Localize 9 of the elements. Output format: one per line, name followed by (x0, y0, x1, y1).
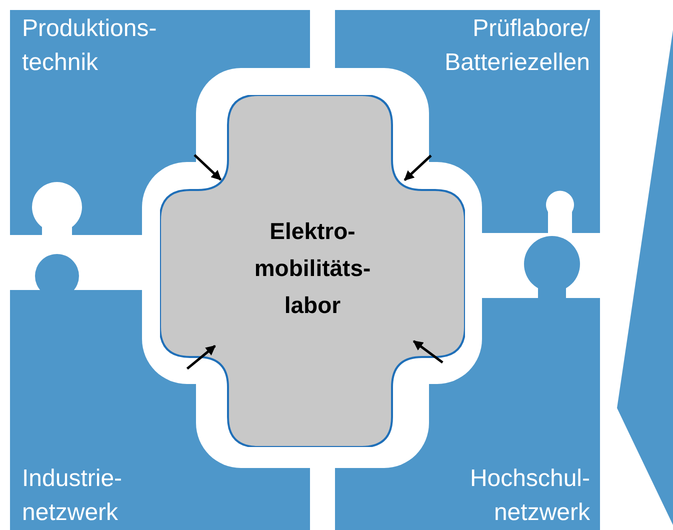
piece-label: Hochschul- netzwerk (468, 464, 590, 528)
piece-label: Industrie- netzwerk (22, 464, 124, 528)
arrow (404, 154, 432, 181)
center-label: Elektro- mobilitäts- labor (253, 216, 372, 320)
piece-label: Prüflabore/ Batteriezellen (444, 14, 590, 78)
arrow (186, 344, 216, 370)
arrow (194, 154, 222, 181)
piece-label: Produktions- technik (22, 14, 158, 78)
arrow (412, 340, 444, 364)
